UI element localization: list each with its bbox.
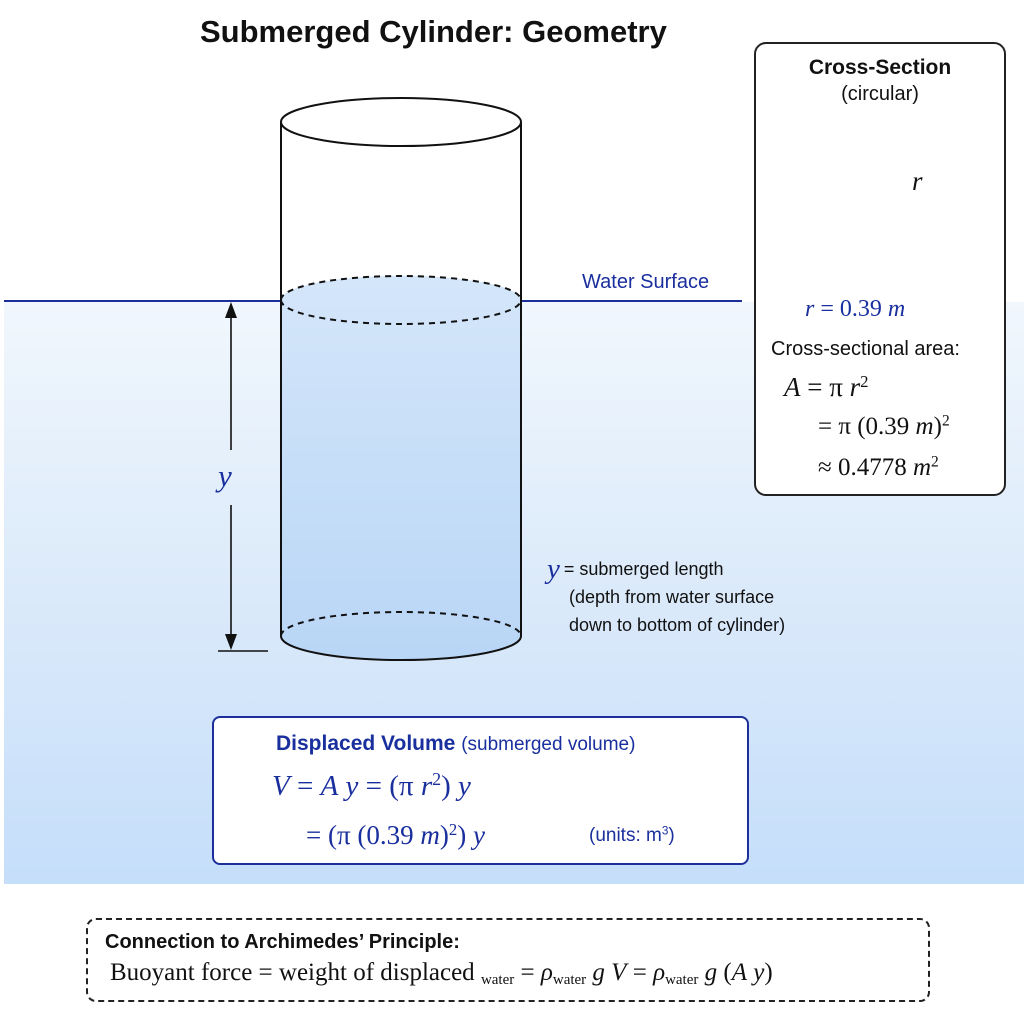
- volume-equation-2: = (π (0.39 m)2) y: [306, 819, 485, 850]
- bottom-ellipse-back: [280, 611, 522, 637]
- cross-section-subtitle: (circular): [841, 83, 919, 105]
- radius-value: r = 0.39 m: [805, 296, 906, 322]
- volume-units: (units: m3): [589, 824, 675, 846]
- cross-section-panel: [754, 42, 1006, 496]
- displaced-volume-panel: [212, 716, 749, 865]
- waterline-ellipse-front: [280, 299, 522, 325]
- displaced-volume-heading: Displaced Volume: [276, 732, 456, 755]
- area-equation-1: A = π r2: [784, 371, 869, 402]
- displaced-volume-title: Displaced Volume (submerged volume): [276, 732, 635, 756]
- y-note-line1: = submerged length: [563, 559, 724, 579]
- bottom-ellipse-front: [280, 635, 522, 661]
- depth-dimension-arrow: [218, 302, 268, 652]
- water-surface-label: Water Surface: [582, 271, 710, 293]
- area-label: Cross-sectional area:: [771, 338, 960, 360]
- archimedes-panel: [86, 918, 930, 1002]
- waterline-ellipse-back: [280, 275, 522, 301]
- archimedes-equation: Buoyant force = weight of displaced wate…: [110, 959, 773, 988]
- volume-equation-1: V = A y = (π r2) y: [272, 769, 471, 802]
- y-definition-note: y= submerged length (depth from water su…: [547, 555, 785, 639]
- page-title: Submerged Cylinder: Geometry: [200, 14, 667, 49]
- y-note-line2: (depth from water surface: [569, 587, 775, 607]
- radius-label: r: [912, 166, 923, 196]
- submerged-cylinder-part: [281, 275, 521, 661]
- area-equation-3: ≈ 0.4778 m2: [818, 453, 939, 481]
- depth-label: y: [218, 458, 232, 493]
- cross-section-title: Cross-Section: [808, 56, 952, 79]
- displaced-volume-note: (submerged volume): [461, 734, 636, 755]
- y-note-line3: down to bottom of cylinder): [569, 615, 786, 635]
- y-symbol: y: [547, 553, 560, 585]
- cylinder-top-ellipse: [280, 97, 522, 147]
- archimedes-title: Connection to Archimedes’ Principle:: [105, 931, 460, 953]
- area-equation-2: = π (0.39 m)2: [818, 412, 950, 440]
